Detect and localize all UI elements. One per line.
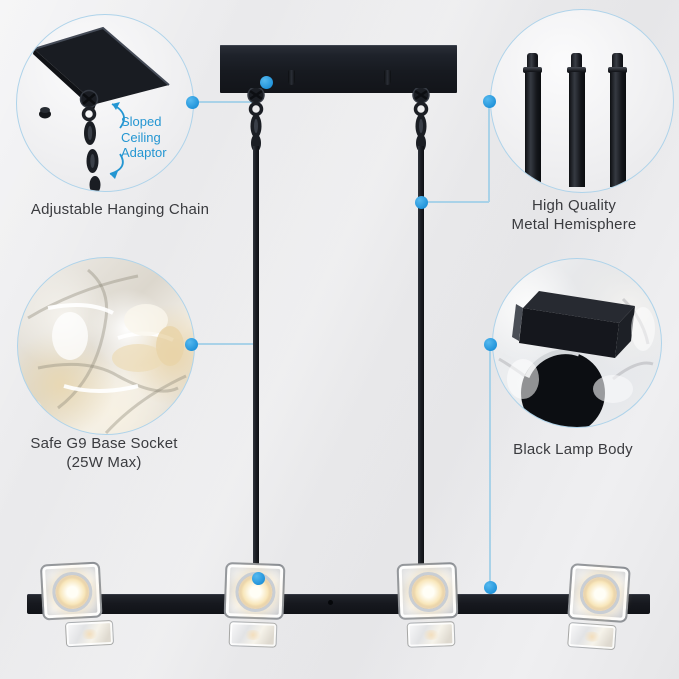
crystal-closeup-illustration xyxy=(18,268,187,434)
down-rod-right xyxy=(418,146,424,596)
lower-crystal xyxy=(64,619,115,648)
connector-dot xyxy=(483,337,497,351)
crystal-cube-light-3 xyxy=(396,561,460,648)
crystal-cube-light-1 xyxy=(39,561,115,648)
note-line: Ceiling xyxy=(121,129,161,145)
connector-dot xyxy=(483,95,496,108)
leader-line-rod-horizontal xyxy=(424,201,489,203)
canopy-screw xyxy=(288,70,295,85)
label-g9-socket: Safe G9 Base Socket (25W Max) xyxy=(4,435,204,472)
callout-circle-g9-socket xyxy=(17,257,195,435)
leader-line-rod-vertical xyxy=(488,101,490,202)
hanging-chain-right xyxy=(412,88,430,150)
arrowhead-up xyxy=(112,102,120,110)
note-line: Adaptor xyxy=(121,145,167,160)
lamp-body-illustration xyxy=(498,291,655,427)
sloped-ceiling-adaptor-note: Sloped Ceiling Adaptor xyxy=(121,114,181,161)
crystal-cube-light-4 xyxy=(565,563,631,651)
down-rod-left xyxy=(253,146,259,596)
label-line: Safe G9 Base Socket xyxy=(30,435,178,452)
connector-dot xyxy=(415,196,428,209)
label-metal-hemisphere: High Quality Metal Hemisphere xyxy=(474,197,674,234)
leader-line-hanging-chain xyxy=(192,101,258,103)
label-line: Metal Hemisphere xyxy=(511,215,637,233)
label-line: High Quality xyxy=(531,197,617,214)
hanging-chain-left xyxy=(247,88,265,150)
connector-dot xyxy=(185,95,199,109)
label-adjustable-hanging-chain: Adjustable Hanging Chain xyxy=(30,201,210,218)
callout-circle-hanging-chain xyxy=(16,14,194,192)
lower-crystal xyxy=(567,622,617,651)
connector-dot xyxy=(185,337,198,351)
connector-dot xyxy=(252,572,265,585)
lower-crystal xyxy=(228,621,278,648)
canopy-illustration xyxy=(33,26,170,191)
connector-dot xyxy=(260,76,273,89)
ceiling-canopy xyxy=(220,45,457,93)
connector-dot xyxy=(483,581,497,594)
leader-line-socket xyxy=(191,343,256,345)
lower-crystal xyxy=(406,621,456,648)
label-black-lamp-body: Black Lamp Body xyxy=(513,441,633,458)
callout-circle-lamp-body xyxy=(492,258,662,428)
note-line: Sloped xyxy=(121,114,162,129)
label-line: (25W Max) xyxy=(66,453,142,471)
linear-bar xyxy=(27,594,650,614)
leader-line-lamp-body xyxy=(489,344,491,584)
callout-circle-metal-rods xyxy=(490,9,674,193)
canopy-screw xyxy=(384,70,391,85)
arrowhead-down xyxy=(110,171,118,179)
bar-screw xyxy=(328,600,333,605)
